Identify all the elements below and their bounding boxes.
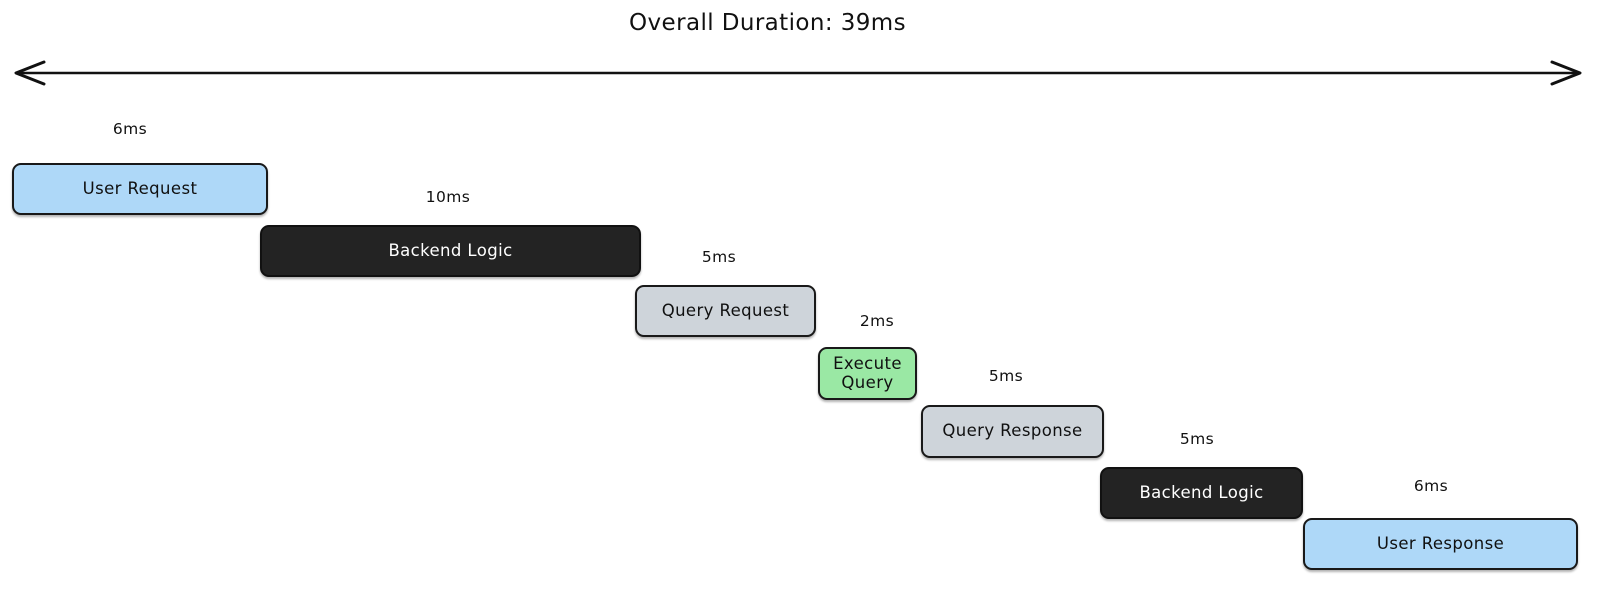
timeline-axis-arrow: [14, 60, 1582, 86]
timeline-bar-label: User Response: [1376, 533, 1505, 553]
arrow-head-right: [1550, 60, 1582, 86]
duration-label-query-response: 5ms: [988, 367, 1024, 385]
timeline-bar-execute-query[interactable]: Execute Query: [818, 347, 917, 400]
arrow-head-left: [14, 60, 46, 86]
timeline-bar-user-request[interactable]: User Request: [12, 163, 268, 215]
timeline-bar-label: Execute Query: [833, 354, 902, 392]
timeline-bar-query-response[interactable]: Query Response: [921, 405, 1104, 458]
timeline-bar-user-response[interactable]: User Response: [1303, 518, 1578, 570]
page-title: Overall Duration: 39ms: [629, 10, 906, 36]
duration-label-user-response: 6ms: [1413, 477, 1449, 495]
timeline-bar-label: Backend Logic: [388, 240, 513, 260]
duration-label-backend-logic-1: 10ms: [425, 188, 471, 206]
duration-label-user-request: 6ms: [112, 120, 148, 138]
timeline-bar-query-request[interactable]: Query Request: [635, 285, 816, 337]
duration-label-execute-query: 2ms: [859, 312, 895, 330]
duration-label-backend-logic-2: 5ms: [1179, 430, 1215, 448]
timeline-bar-backend-logic-2[interactable]: Backend Logic: [1100, 467, 1303, 519]
timeline-bar-label: Backend Logic: [1139, 482, 1264, 502]
duration-label-query-request: 5ms: [701, 248, 737, 266]
timeline-bar-backend-logic-1[interactable]: Backend Logic: [260, 225, 641, 277]
timeline-bar-label: Query Response: [942, 421, 1083, 441]
timeline-bar-label: Query Request: [661, 300, 790, 320]
timeline-bar-label: User Request: [82, 178, 198, 198]
